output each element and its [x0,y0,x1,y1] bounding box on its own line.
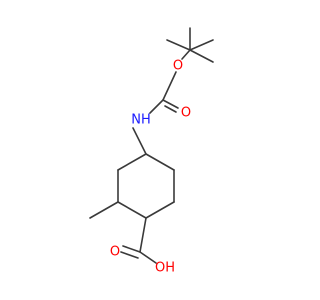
bond-carbonyl-double-a [162,99,179,109]
atom-label-acid-oxygen: O [110,245,120,260]
ring-bond-3 [145,201,175,219]
bond-acid-double-b [120,251,139,259]
atom-labels: NH O O O OH [110,59,191,276]
ring-bond-1 [145,153,175,171]
bond-nh-ring [132,127,147,155]
atom-label-acid-hydroxyl: OH [155,261,175,276]
atom-label-carbonyl-oxygen: O [181,106,191,121]
bond-oxygen-carbonyl [162,71,177,101]
bond-carbonyl-nh [149,99,164,114]
bond-methyl [89,201,119,219]
bond-tbu-quat-methyl-left [166,39,191,51]
atom-label-nh: NH [131,113,151,128]
bond-tbu-quat-methyl-right [189,39,214,51]
bond-carbonyl-double-b [164,105,177,113]
bond-acid-oh [139,251,157,264]
molecule-diagram: NH O O O OH [89,27,214,276]
ring-bond-4 [117,201,147,219]
bond-ring-acid-carbon [139,217,147,253]
structure-canvas: NH O O O OH [89,27,214,276]
bond-tbu-oxygen [181,49,191,60]
bonds [89,27,214,264]
bond-tbu-quat-methyl-down [189,49,214,63]
atom-label-ether-oxygen: O [173,59,183,74]
bond-acid-double-a [122,245,141,253]
ring-bond-6 [117,153,147,171]
